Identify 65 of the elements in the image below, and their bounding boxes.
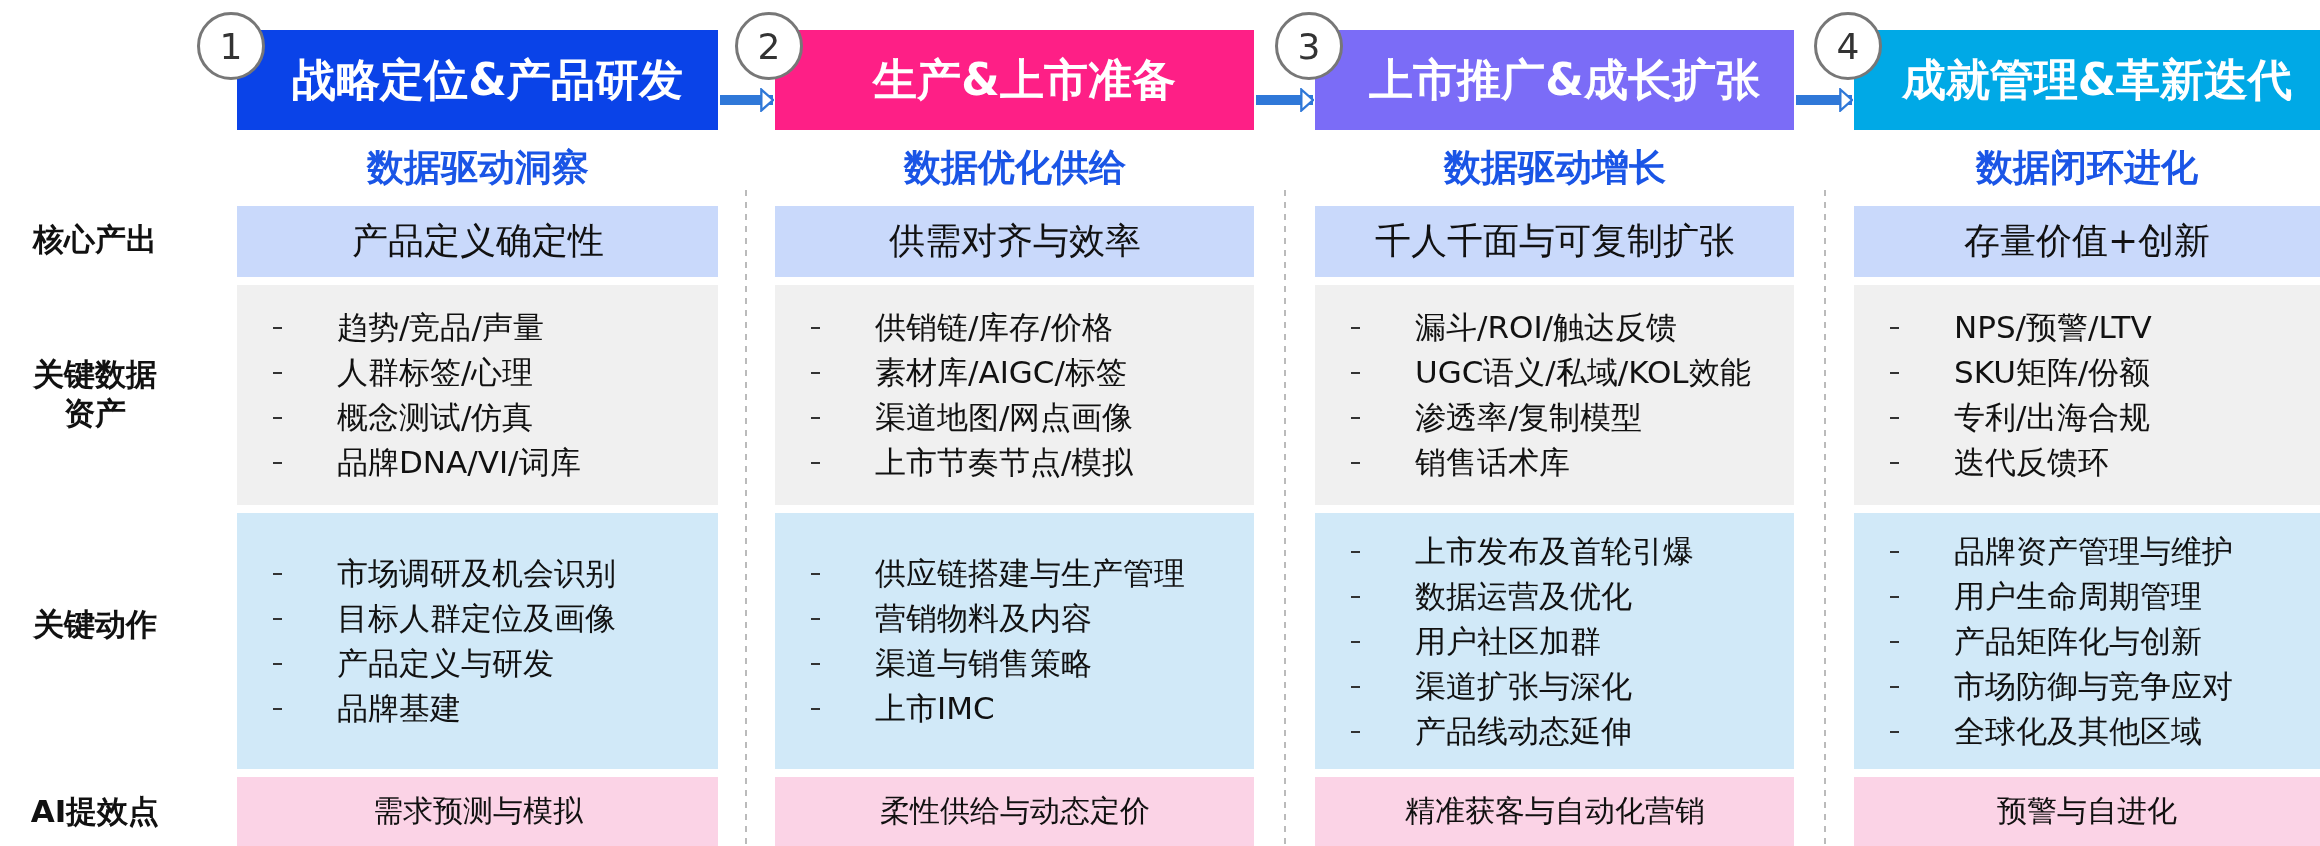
list-item: 用户生命周期管理	[1954, 577, 2202, 614]
list-item: 用户社区加群	[1415, 622, 1601, 659]
actions-box	[775, 513, 1254, 769]
step-number-circle: 3	[1275, 12, 1343, 80]
arrow	[1256, 88, 1315, 112]
list-item: 上市节奏节点/模拟	[875, 444, 1134, 480]
ai-point-box: 需求预测与模拟	[237, 777, 718, 846]
row-label: 关键动作	[32, 605, 158, 644]
list-item: 产品线动态延伸	[1415, 712, 1632, 749]
list-item: 供应链搭建与生产管理	[875, 555, 1185, 591]
arrow	[720, 88, 775, 112]
ai-point-box: 预警与自进化	[1854, 777, 2320, 846]
list-item: 人群标签/心理	[337, 354, 534, 390]
core-output-box: 千人千面与可复制扩张	[1315, 206, 1794, 277]
row-label: 核心产出	[31, 220, 158, 259]
list-item: 全球化及其他区域	[1954, 712, 2202, 749]
actions-box	[1854, 513, 2320, 769]
core-output-box: 供需对齐与效率	[775, 206, 1254, 277]
list-item: 上市IMC	[875, 690, 995, 726]
list-item: 迭代反馈环	[1954, 444, 2109, 480]
column-subtitle: 数据优化供给	[902, 145, 1127, 191]
step-number-circle: 4	[1814, 12, 1882, 80]
list-item: 品牌资产管理与维护	[1954, 532, 2233, 569]
column-subtitle: 数据驱动洞察	[365, 145, 590, 191]
list-item: 渠道扩张与深化	[1415, 667, 1632, 704]
row-label: AI提效点	[29, 792, 161, 831]
column-subtitle: 数据闭环进化	[1974, 145, 2199, 191]
actions-box	[1315, 513, 1794, 769]
list-item: 产品定义与研发	[337, 645, 554, 681]
core-output-box: 存量价值+创新	[1854, 206, 2320, 277]
step-number-circle: 2	[735, 12, 803, 80]
list-item: 漏斗/ROI/触达反馈	[1415, 309, 1677, 345]
row-label: 关键数据资产	[32, 355, 158, 433]
column-subtitle: 数据驱动增长	[1442, 145, 1667, 191]
list-item: 渗透率/复制模型	[1415, 399, 1643, 435]
list-item: 渠道与销售策略	[875, 645, 1092, 681]
list-item: NPS/预警/LTV	[1954, 309, 2152, 345]
data-assets-box	[237, 285, 718, 505]
list-item: 市场调研及机会识别	[337, 555, 616, 591]
list-item: 概念测试/仿真	[337, 399, 534, 435]
data-assets-box	[775, 285, 1254, 505]
data-assets-box	[1854, 285, 2320, 505]
list-item: 渠道地图/网点画像	[875, 399, 1134, 435]
list-item: UGC语义/私域/KOL效能	[1415, 354, 1751, 390]
list-item: 供销链/库存/价格	[875, 309, 1113, 345]
list-item: 目标人群定位及画像	[337, 600, 616, 636]
list-item: 素材库/AIGC/标签	[875, 354, 1127, 390]
step-number-circle: 1	[197, 12, 265, 80]
data-assets-box	[1315, 285, 1794, 505]
list-item: 品牌DNA/VI/词库	[337, 444, 581, 480]
list-item: SKU矩阵/份额	[1954, 354, 2151, 390]
core-output-box: 产品定义确定性	[237, 206, 718, 277]
list-item: 趋势/竞品/声量	[337, 309, 544, 345]
list-item: 专利/出海合规	[1954, 399, 2151, 435]
list-item: 上市发布及首轮引爆	[1415, 532, 1694, 569]
list-item: 市场防御与竞争应对	[1954, 667, 2233, 704]
list-item: 品牌基建	[337, 690, 461, 726]
ai-point-box: 柔性供给与动态定价	[775, 777, 1254, 846]
ai-point-box: 精准获客与自动化营销	[1315, 777, 1794, 846]
list-item: 数据运营及优化	[1415, 577, 1632, 614]
list-item: 营销物料及内容	[875, 600, 1092, 636]
arrow	[1796, 88, 1854, 112]
actions-box	[237, 513, 718, 769]
list-item: 产品矩阵化与创新	[1954, 622, 2202, 659]
list-item: 销售话术库	[1415, 444, 1570, 480]
